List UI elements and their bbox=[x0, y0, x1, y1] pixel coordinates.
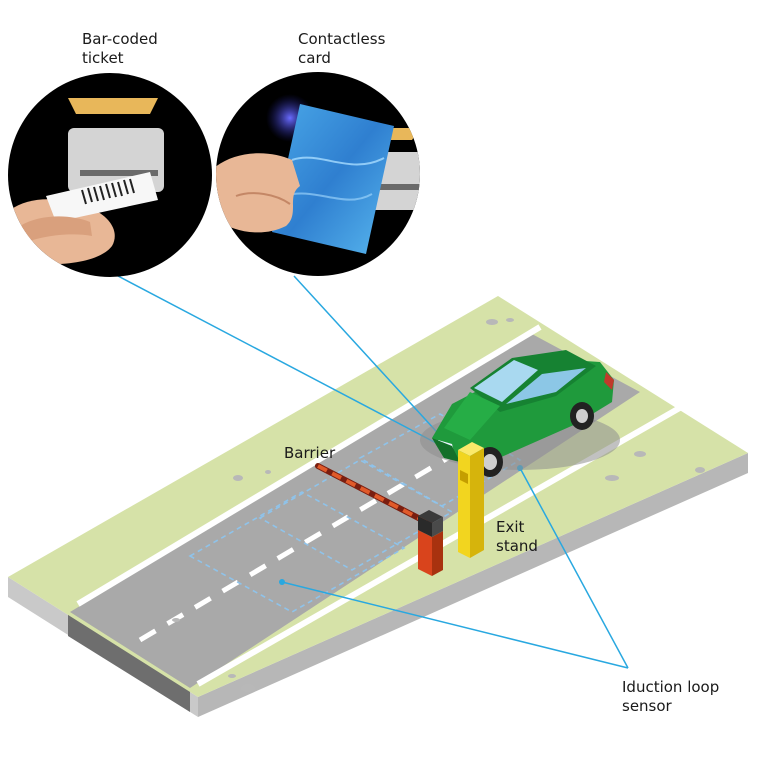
bar-coded-ticket bbox=[46, 172, 158, 222]
slab-front-right bbox=[198, 453, 748, 717]
barrier-head bbox=[418, 510, 443, 523]
barrier-post-side bbox=[432, 531, 443, 576]
slab-front-road bbox=[68, 614, 190, 712]
barrier-gate bbox=[315, 463, 443, 576]
sensor-dot-a bbox=[279, 579, 285, 585]
label-induction-loop-sensor: Iduction loop sensor bbox=[622, 678, 720, 715]
loop-mid bbox=[258, 459, 454, 571]
callout-card bbox=[293, 275, 447, 443]
callout-lines bbox=[117, 275, 629, 669]
barrier-arm bbox=[317, 464, 431, 526]
label-barrier: Barrier bbox=[284, 444, 336, 462]
contactless-card bbox=[272, 104, 394, 254]
exit-stand-front bbox=[458, 450, 470, 558]
barrier-head-side bbox=[432, 517, 443, 537]
exit-stand-side bbox=[470, 448, 484, 558]
label-contactless-card: Contactless card bbox=[298, 30, 386, 67]
barrier-post-front bbox=[418, 530, 432, 576]
barcode bbox=[81, 178, 135, 205]
car-wheel-rear bbox=[570, 402, 594, 430]
road-center-dashes bbox=[138, 365, 602, 643]
label-exit-stand: Exit stand bbox=[496, 518, 538, 555]
car-side-window bbox=[506, 368, 586, 404]
car-windshield bbox=[474, 360, 538, 402]
loop-near bbox=[188, 491, 406, 613]
callout-ticket bbox=[117, 275, 439, 445]
ticket-callout-circle bbox=[8, 73, 212, 277]
callout-sensor-a bbox=[281, 581, 629, 669]
ground-slab bbox=[8, 296, 748, 717]
card-callout-circle bbox=[216, 72, 420, 276]
label-bar-coded-ticket: Bar-coded ticket bbox=[82, 30, 158, 67]
barrier-head-front bbox=[418, 516, 432, 537]
exit-stand-slot bbox=[460, 470, 468, 484]
exit-stand bbox=[458, 442, 484, 558]
road-edge-left bbox=[76, 324, 542, 607]
exit-stand-top bbox=[458, 442, 484, 456]
callout-sensor-b bbox=[519, 467, 629, 669]
pebbles bbox=[172, 318, 705, 692]
ticket-yellow-arrow bbox=[68, 98, 158, 114]
